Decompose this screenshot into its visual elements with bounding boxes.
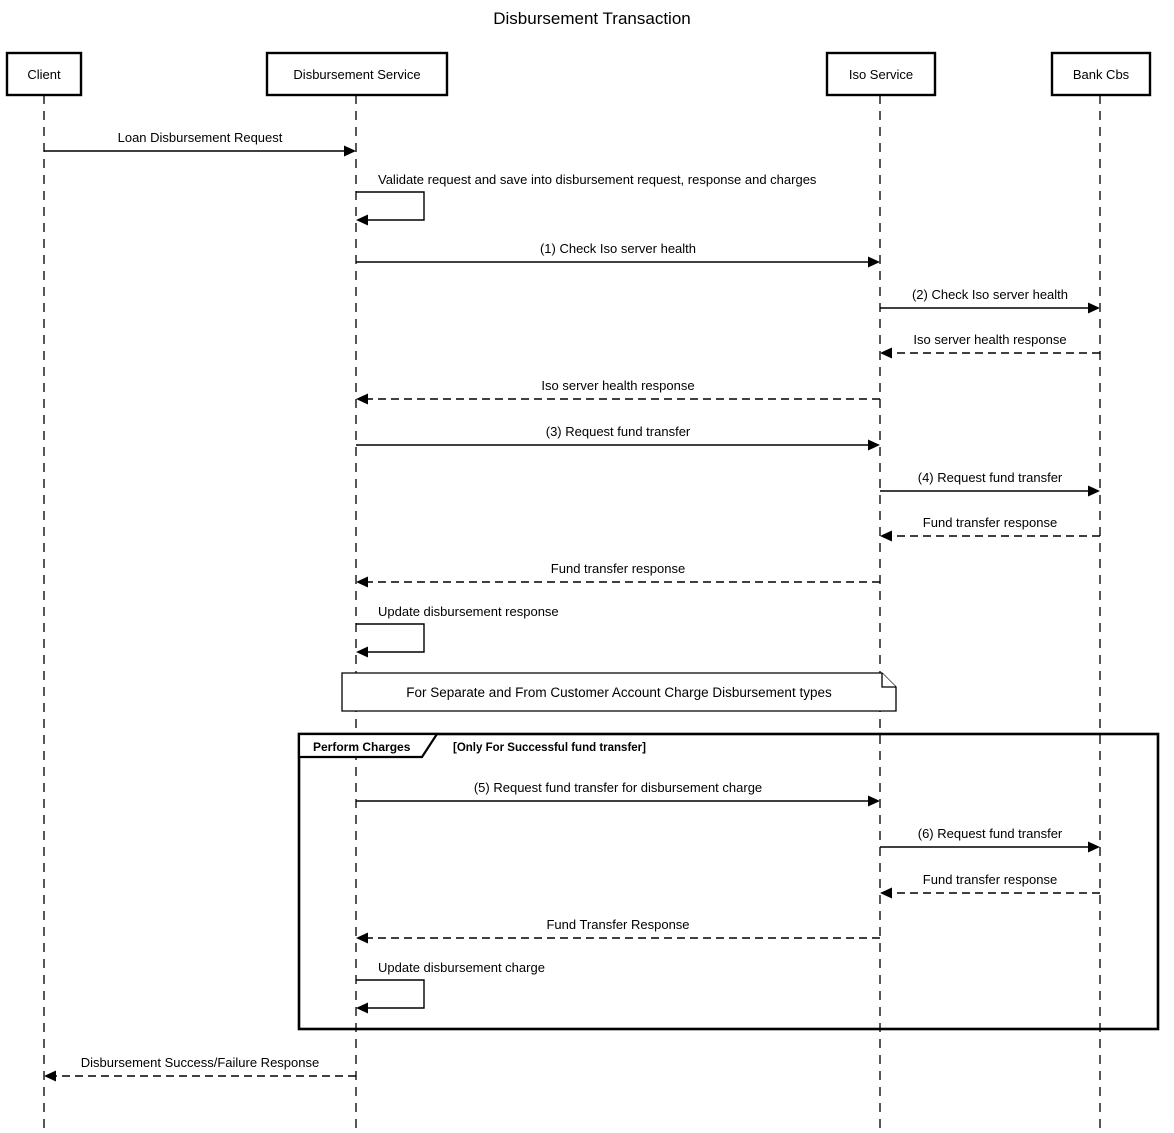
message-arrowhead: [1088, 485, 1100, 497]
message-label: Fund transfer response: [551, 561, 685, 576]
message-label: (5) Request fund transfer for disburseme…: [474, 780, 762, 795]
message-arrowhead: [356, 932, 368, 944]
message-label: Fund Transfer Response: [546, 917, 689, 932]
message-arrowhead: [344, 145, 356, 157]
message-arrowhead: [880, 530, 892, 542]
fragment-layer: Perform Charges [Only For Successful fund…: [297, 732, 1160, 1031]
message-16: Disbursement Success/Failure Response: [44, 1055, 356, 1082]
message-label: Update disbursement response: [378, 604, 559, 619]
note-charge-types: For Separate and From Customer Account C…: [341, 672, 897, 712]
message-arrowhead: [868, 795, 880, 807]
participant-bank_cbs: Bank Cbs: [1050, 51, 1152, 97]
note-fold-corner: [881, 673, 896, 688]
message-arrowhead: [880, 347, 892, 359]
participant-iso_service: Iso Service: [825, 51, 937, 97]
message-11: (5) Request fund transfer for disburseme…: [356, 780, 880, 807]
message-4: Iso server health response: [880, 332, 1100, 359]
self-message-arrowhead: [356, 1002, 368, 1014]
message-arrowhead: [356, 393, 368, 405]
message-13: Fund transfer response: [880, 872, 1100, 899]
message-3: (2) Check Iso server health: [880, 287, 1100, 314]
participant-label-iso_service: Iso Service: [849, 67, 913, 82]
message-label: (6) Request fund transfer: [918, 826, 1063, 841]
participant-box-bank_cbs: [1050, 51, 1152, 97]
message-12: (6) Request fund transfer: [880, 826, 1100, 853]
message-label: Disbursement Success/Failure Response: [81, 1055, 319, 1070]
message-8: Fund transfer response: [880, 515, 1100, 542]
message-9: Fund transfer response: [356, 561, 880, 588]
participant-box-client: [5, 51, 83, 97]
message-arrowhead: [868, 256, 880, 268]
participant-disbursement_service: Disbursement Service: [265, 51, 449, 97]
participant-client: Client: [5, 51, 83, 97]
note-layer: For Separate and From Customer Account C…: [341, 672, 897, 712]
participant-label-bank_cbs: Bank Cbs: [1073, 67, 1130, 82]
message-15: Update disbursement charge: [356, 960, 545, 1014]
participant-box-iso_service: [825, 51, 937, 97]
fragment-guard-label: [Only For Successful fund transfer]: [453, 742, 646, 754]
lifeline-layer: [43, 95, 1101, 1133]
message-arrowhead: [1088, 841, 1100, 853]
message-arrowhead: [1088, 302, 1100, 314]
message-2: (1) Check Iso server health: [356, 241, 880, 268]
message-label: Loan Disbursement Request: [118, 130, 283, 145]
message-arrowhead: [44, 1070, 56, 1082]
message-1: Validate request and save into disbursem…: [356, 172, 817, 226]
message-label: Update disbursement charge: [378, 960, 545, 975]
message-14: Fund Transfer Response: [356, 917, 880, 944]
fragment-operator-label: Perform Charges: [313, 740, 411, 754]
message-6: (3) Request fund transfer: [356, 424, 880, 451]
diagram-title: Disbursement Transaction: [493, 9, 690, 28]
fragment-operator-tab: [297, 732, 440, 759]
message-10: Update disbursement response: [356, 604, 559, 658]
message-label: Iso server health response: [541, 378, 694, 393]
message-label: (2) Check Iso server health: [912, 287, 1068, 302]
note-text: For Separate and From Customer Account C…: [406, 685, 832, 700]
self-message-path: [356, 623, 425, 653]
message-label: (3) Request fund transfer: [546, 424, 691, 439]
participant-layer: Client Disbursement Service Iso Service Ban…: [5, 51, 1152, 97]
fragment-outline: [297, 732, 1160, 1031]
note-outline: [341, 672, 897, 712]
message-5: Iso server health response: [356, 378, 880, 405]
self-message-path: [356, 979, 425, 1009]
message-label: (4) Request fund transfer: [918, 470, 1063, 485]
message-arrowhead: [880, 887, 892, 899]
participant-label-disbursement_service: Disbursement Service: [293, 67, 420, 82]
self-message-arrowhead: [356, 646, 368, 658]
message-7: (4) Request fund transfer: [880, 470, 1100, 497]
self-message-arrowhead: [356, 214, 368, 226]
message-label: Iso server health response: [913, 332, 1066, 347]
message-label: Fund transfer response: [923, 872, 1057, 887]
fragment-perform-charges: Perform Charges [Only For Successful fund…: [297, 732, 1160, 1031]
message-arrowhead: [356, 576, 368, 588]
message-arrowhead: [868, 439, 880, 451]
participant-label-client: Client: [27, 67, 61, 82]
participant-box-disbursement_service: [265, 51, 449, 97]
message-label: (1) Check Iso server health: [540, 241, 696, 256]
self-message-path: [356, 191, 425, 221]
message-0: Loan Disbursement Request: [44, 130, 356, 157]
message-label: Validate request and save into disbursem…: [378, 172, 817, 187]
message-label: Fund transfer response: [923, 515, 1057, 530]
